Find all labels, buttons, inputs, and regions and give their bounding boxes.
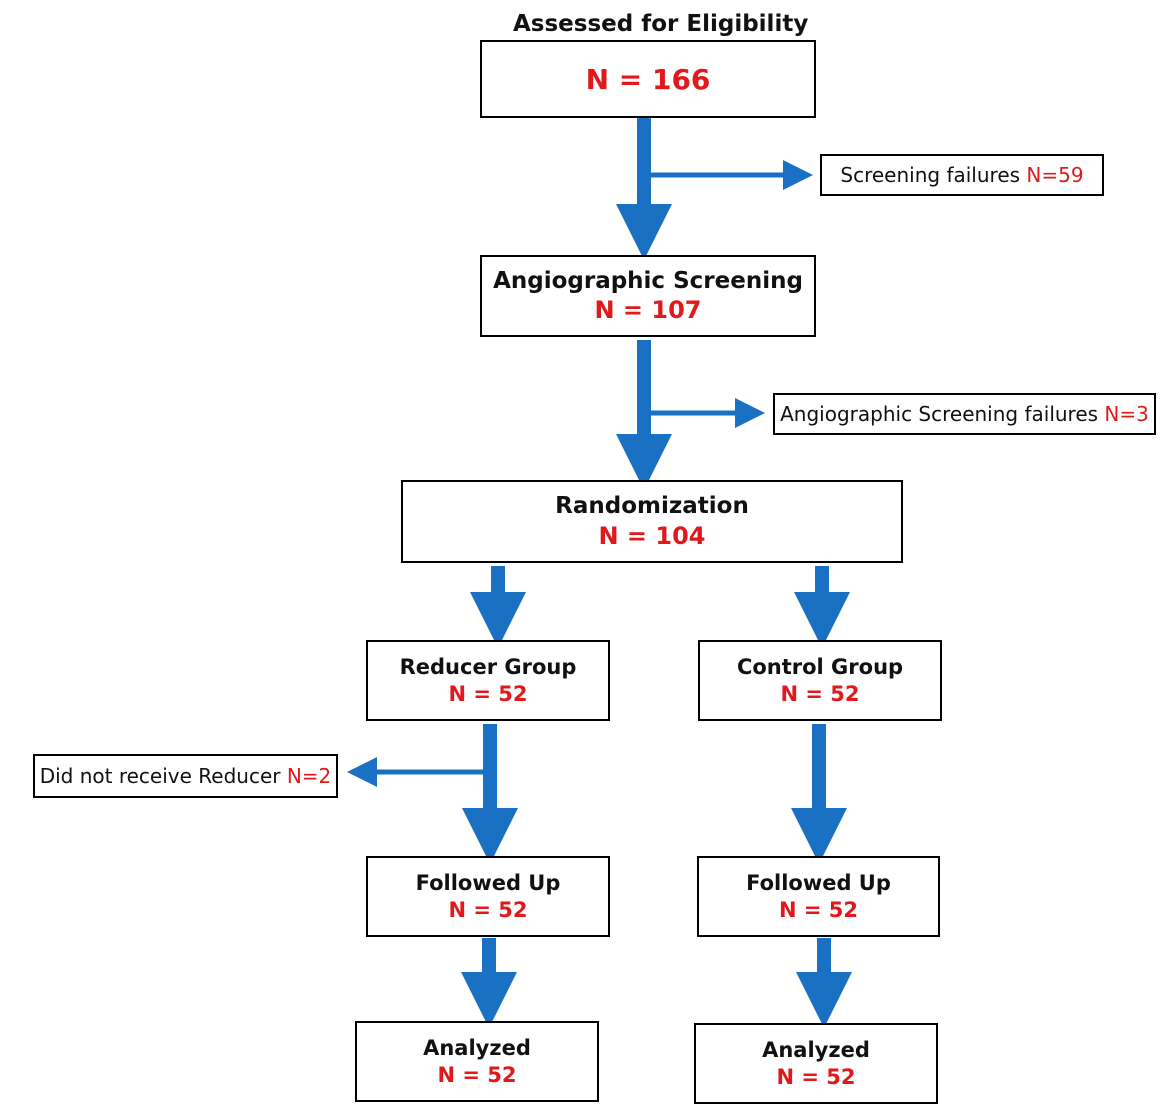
followed-up-control-count: N = 52 bbox=[778, 897, 859, 922]
randomization-label: Randomization bbox=[555, 493, 749, 520]
reducer-group-count: N = 52 bbox=[448, 681, 528, 706]
reducer-group-label: Reducer Group bbox=[399, 655, 577, 680]
control-group-count: N = 52 bbox=[780, 681, 860, 706]
did-not-receive-box: Did not receive Reducer N=2 bbox=[33, 754, 338, 798]
screening-failures-box: Screening failures N=59 bbox=[820, 154, 1104, 196]
angio-screening-count: N = 107 bbox=[594, 296, 702, 325]
control-group-label: Control Group bbox=[736, 655, 904, 680]
control-group-box: Control Group N = 52 bbox=[698, 640, 942, 721]
did-not-receive-count: N=2 bbox=[286, 764, 332, 788]
followed-up-reducer-box: Followed Up N = 52 bbox=[366, 856, 610, 937]
assessed-count: N = 166 bbox=[585, 62, 711, 96]
followed-up-control-box: Followed Up N = 52 bbox=[697, 856, 940, 937]
diagram-title: Assessed for Eligibility bbox=[513, 11, 809, 37]
angio-failures-label: Angiographic Screening failures bbox=[780, 402, 1105, 426]
angio-failures-box: Angiographic Screening failures N=3 bbox=[773, 393, 1156, 435]
followed-up-control-label: Followed Up bbox=[746, 871, 891, 896]
screening-failures-count: N=59 bbox=[1026, 163, 1084, 187]
analyzed-reducer-box: Analyzed N = 52 bbox=[355, 1021, 599, 1102]
randomization-box: Randomization N = 104 bbox=[401, 480, 903, 563]
angio-screening-box: Angiographic Screening N = 107 bbox=[480, 255, 816, 337]
analyzed-reducer-label: Analyzed bbox=[423, 1036, 531, 1061]
assessed-box: N = 166 bbox=[480, 40, 816, 118]
randomization-count: N = 104 bbox=[598, 521, 706, 550]
followed-up-reducer-count: N = 52 bbox=[448, 897, 528, 922]
screening-failures-label: Screening failures bbox=[840, 163, 1027, 187]
followed-up-reducer-label: Followed Up bbox=[415, 871, 561, 896]
did-not-receive-label: Did not receive Reducer bbox=[39, 764, 287, 788]
analyzed-reducer-count: N = 52 bbox=[437, 1062, 517, 1087]
angio-failures-count: N=3 bbox=[1104, 402, 1149, 426]
reducer-group-box: Reducer Group N = 52 bbox=[366, 640, 610, 721]
angio-screening-label: Angiographic Screening bbox=[493, 267, 803, 294]
analyzed-control-count: N = 52 bbox=[776, 1064, 856, 1089]
analyzed-control-box: Analyzed N = 52 bbox=[694, 1023, 938, 1104]
analyzed-control-label: Analyzed bbox=[762, 1038, 870, 1063]
